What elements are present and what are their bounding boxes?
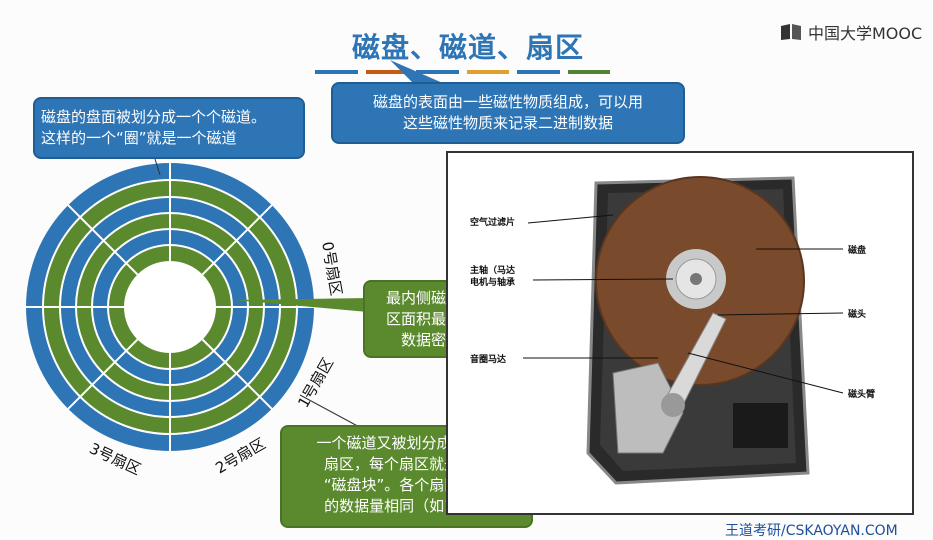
book-icon	[781, 24, 801, 40]
underline-seg-4	[466, 70, 509, 74]
surface-callout-line1: 磁盘的表面由一些磁性物质组成，可以用	[372, 93, 643, 111]
underline-seg-1	[315, 70, 358, 74]
label-spindle-line2: 电机与轴承	[470, 278, 516, 288]
pointer-sector	[299, 394, 366, 431]
underline-seg-3	[416, 70, 459, 74]
footer-watermark: 王道考研/CSKAOYAN.COM	[725, 523, 898, 539]
label-head: 磁头	[848, 310, 867, 320]
track-callout: 磁盘的盘面被划分成一个个磁道。 这样的一个“圈”就是一个磁道	[33, 97, 305, 159]
label-head-arm: 磁头臂	[848, 390, 876, 400]
surface-callout: 磁盘的表面由一些磁性物质组成，可以用 这些磁性物质来记录二进制数据	[331, 82, 685, 144]
hdd-illustration	[523, 176, 844, 485]
underline-seg-2	[365, 70, 408, 74]
track-callout-line2: 这样的一个“圈”就是一个磁道	[41, 129, 237, 147]
title-underline	[315, 70, 610, 74]
slide-title: 磁盘、磁道、扇区	[352, 31, 585, 64]
sector-dividers	[26, 163, 314, 451]
underline-seg-5	[517, 70, 560, 74]
underline-seg-6	[567, 70, 610, 74]
pointer-track	[154, 158, 161, 176]
surface-callout-line2: 这些磁性物质来记录二进制数据	[402, 114, 613, 132]
label-platter: 磁盘	[848, 246, 867, 256]
logo-text: 中国大学MOOC	[808, 24, 923, 43]
label-voice-coil: 音圈马达	[470, 355, 507, 365]
mooc-logo: 中国大学MOOC	[780, 20, 922, 44]
disk-hole	[124, 261, 216, 353]
label-air-filter: 空气过滤片	[470, 218, 516, 228]
label-spindle: 主轴（马达 电机与轴承	[470, 265, 515, 289]
pointer-inner	[234, 298, 368, 312]
track-callout-line1: 磁盘的盘面被划分成一个个磁道。	[41, 108, 267, 126]
hdd-photo: 空气过滤片 主轴（马达 电机与轴承 磁盘 磁头 音圈马达 磁头臂	[446, 151, 914, 515]
label-spindle-line1: 主轴（马达	[470, 266, 516, 276]
